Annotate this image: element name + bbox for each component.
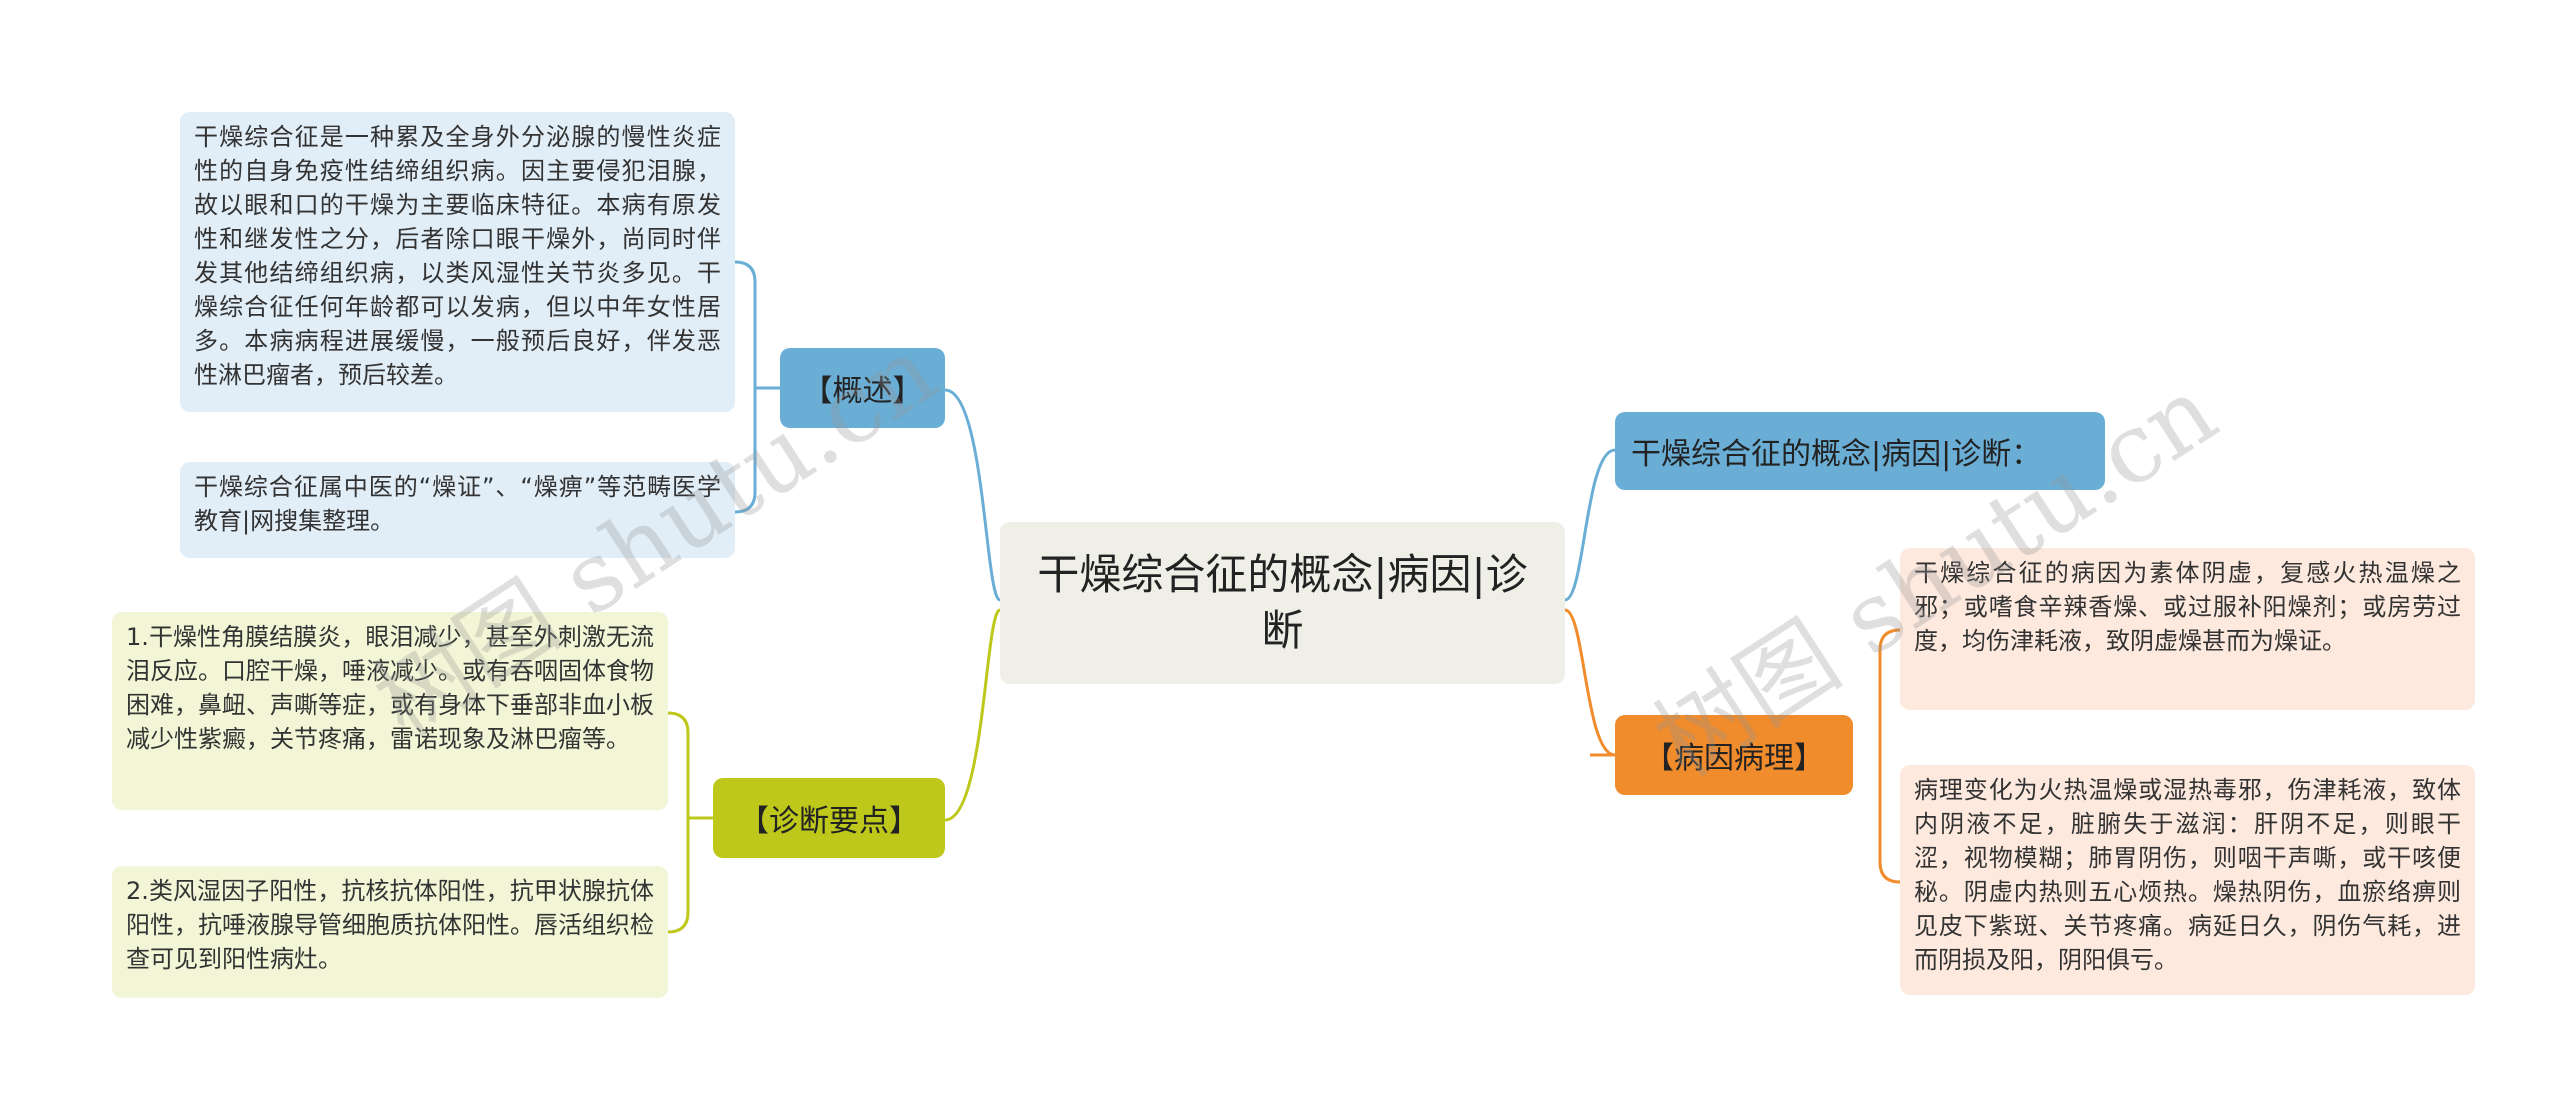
diagnosis-leaf-1-text: 1.干燥性角膜结膜炎，眼泪减少，甚至外刺激无流泪反应。口腔干燥，唾液减少。或有吞…: [126, 623, 654, 753]
diagnosis-leaf-2[interactable]: 2.类风湿因子阳性，抗核抗体阳性，抗甲状腺抗体阳性，抗唾液腺导管细胞质抗体阳性。…: [112, 866, 668, 998]
branch-heading-label: 干燥综合征的概念|病因|诊断：: [1631, 437, 2042, 472]
branch-heading[interactable]: 干燥综合征的概念|病因|诊断：: [1615, 412, 2105, 490]
branch-etiology[interactable]: 【病因病理】: [1615, 715, 1853, 795]
branch-overview-label: 【概述】: [802, 374, 923, 409]
branch-etiology-label: 【病因病理】: [1644, 741, 1824, 776]
overview-leaf-2-text: 干燥综合征属中医的“燥证”、“燥痹”等范畴医学教育|网搜集整理。: [194, 473, 721, 535]
branch-overview[interactable]: 【概述】: [780, 348, 945, 428]
branch-diagnosis-label: 【诊断要点】: [739, 804, 919, 839]
branch-diagnosis[interactable]: 【诊断要点】: [713, 778, 945, 858]
root-title: 干燥综合征的概念|病因|诊断: [1037, 550, 1528, 655]
overview-leaf-2[interactable]: 干燥综合征属中医的“燥证”、“燥痹”等范畴医学教育|网搜集整理。: [180, 462, 735, 558]
overview-leaf-1[interactable]: 干燥综合征是一种累及全身外分泌腺的慢性炎症性的自身免疫性结缔组织病。因主要侵犯泪…: [180, 112, 735, 412]
diagnosis-leaf-1[interactable]: 1.干燥性角膜结膜炎，眼泪减少，甚至外刺激无流泪反应。口腔干燥，唾液减少。或有吞…: [112, 612, 668, 810]
root-topic[interactable]: 干燥综合征的概念|病因|诊断: [1000, 522, 1565, 684]
etiology-leaf-2-text: 病理变化为火热温燥或湿热毒邪，伤津耗液，致体内阴液不足，脏腑失于滋润：肝阴不足，…: [1914, 776, 2461, 974]
overview-leaf-1-text: 干燥综合征是一种累及全身外分泌腺的慢性炎症性的自身免疫性结缔组织病。因主要侵犯泪…: [194, 123, 721, 389]
etiology-leaf-1-text: 干燥综合征的病因为素体阴虚，复感火热温燥之邪；或嗜食辛辣香燥、或过服补阳燥剂；或…: [1914, 559, 2461, 655]
etiology-leaf-1[interactable]: 干燥综合征的病因为素体阴虚，复感火热温燥之邪；或嗜食辛辣香燥、或过服补阳燥剂；或…: [1900, 548, 2475, 710]
diagnosis-leaf-2-text: 2.类风湿因子阳性，抗核抗体阳性，抗甲状腺抗体阳性，抗唾液腺导管细胞质抗体阳性。…: [126, 877, 654, 973]
etiology-leaf-2[interactable]: 病理变化为火热温燥或湿热毒邪，伤津耗液，致体内阴液不足，脏腑失于滋润：肝阴不足，…: [1900, 765, 2475, 995]
